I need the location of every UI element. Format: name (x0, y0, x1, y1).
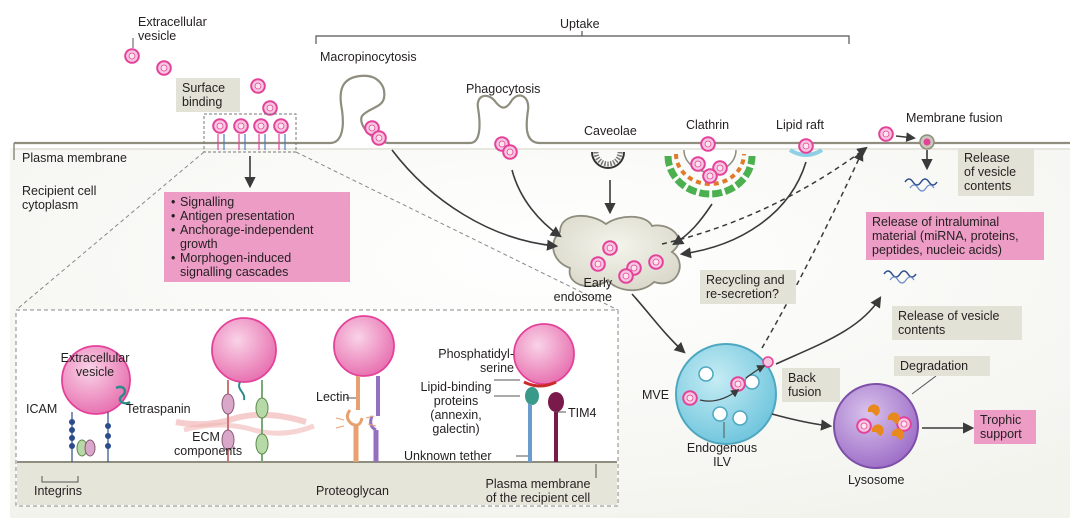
signalling-item: Antigen presentation (171, 209, 344, 223)
label-clathrin: Clathrin (686, 118, 730, 132)
uptake-bracket (315, 35, 850, 44)
vesicle (878, 126, 894, 142)
label-icam: ICAM (26, 402, 58, 416)
label-phagocytosis: Phagocytosis (466, 82, 541, 96)
clathrin-pit (664, 136, 756, 198)
degradation-box: Degradation (894, 356, 990, 376)
label-proteoglycan: Proteoglycan (316, 484, 389, 498)
lipid-raft (788, 148, 824, 157)
inset-vesicle (211, 317, 277, 383)
plasma-membrane (14, 74, 1070, 145)
inset-membrane (17, 462, 617, 505)
label-lysosome: Lysosome (848, 473, 905, 487)
label-integrins: Integrins (34, 484, 82, 498)
label-lipid-raft: Lipid raft (776, 118, 824, 132)
label-mve: MVE (642, 388, 670, 402)
label-macropinocytosis: Macropinocytosis (320, 50, 417, 64)
inset-vesicle (513, 323, 575, 385)
vesicle (262, 100, 278, 116)
rna-icon (904, 178, 938, 186)
ecm-complex (175, 380, 315, 462)
vesicle (798, 138, 814, 154)
label-tetraspanin: Tetraspanin (126, 402, 191, 416)
tim4-ps-complex (523, 380, 564, 462)
inset-vesicle (61, 345, 131, 415)
signalling-box: Signalling Antigen presentation Anchorag… (164, 192, 350, 282)
label-caveolae: Caveolae (584, 124, 637, 138)
signalling-item: Anchorage-independent growth (171, 223, 344, 251)
label-uptake: Uptake (560, 17, 600, 31)
signalling-item: Morphogen-induced signalling cascades (171, 251, 344, 279)
label-membrane-fusion: Membrane fusion (906, 111, 1003, 125)
label-phosphatidylserine: Phosphatidyl-serine (438, 347, 514, 375)
vesicle (371, 130, 387, 146)
surface-bound-vesicles (212, 118, 289, 150)
vesicle (124, 48, 140, 64)
surface-binding-region (203, 113, 297, 153)
vesicle (502, 144, 518, 160)
degrading-fragments (867, 404, 904, 440)
vesicle (250, 78, 266, 94)
vesicle (156, 60, 172, 76)
label-unknown-tether: Unknown tether (404, 449, 492, 463)
early-endosome (552, 214, 681, 292)
label-lectin: Lectin (316, 390, 350, 404)
signalling-item: Signalling (171, 195, 344, 209)
lectin-proteoglycan (335, 376, 380, 462)
icam-integrin-complex (69, 385, 131, 462)
label-plasma-membrane: Plasma membrane (22, 151, 127, 165)
caveolae-pit (591, 151, 625, 169)
label-tim4: TIM4 (568, 406, 597, 420)
inset-vesicle (333, 315, 395, 377)
